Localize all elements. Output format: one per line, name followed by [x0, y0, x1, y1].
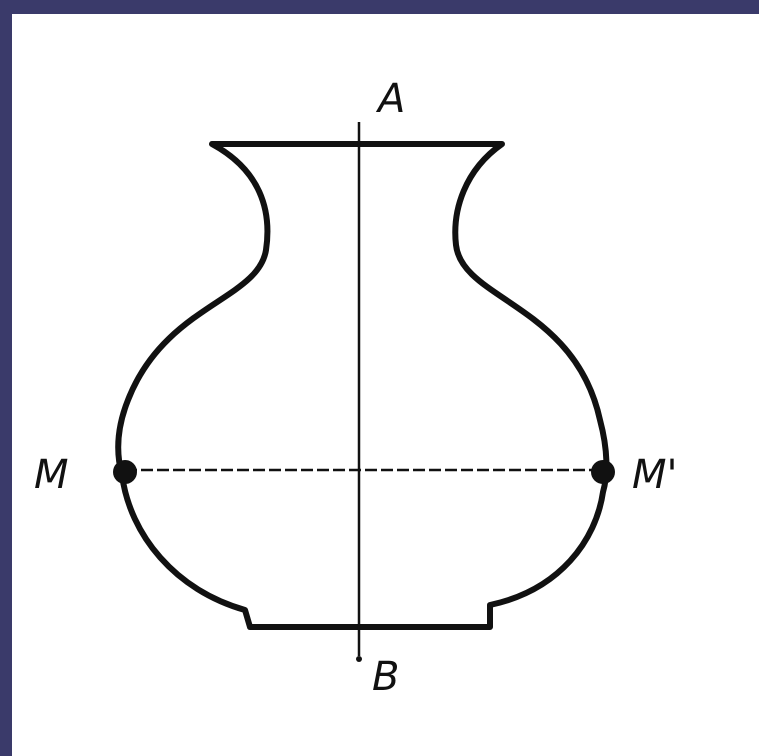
label-a: A: [375, 76, 405, 122]
label-m: M: [34, 452, 69, 498]
label-m-prime: M': [632, 452, 678, 498]
slide-border-top: [0, 0, 759, 14]
point-m: [113, 460, 137, 484]
point-m-prime: [591, 460, 615, 484]
vase-outline: [115, 141, 610, 630]
slide-border-left: [0, 0, 12, 756]
axis-bottom-point: [356, 656, 362, 662]
label-b: B: [372, 654, 399, 700]
